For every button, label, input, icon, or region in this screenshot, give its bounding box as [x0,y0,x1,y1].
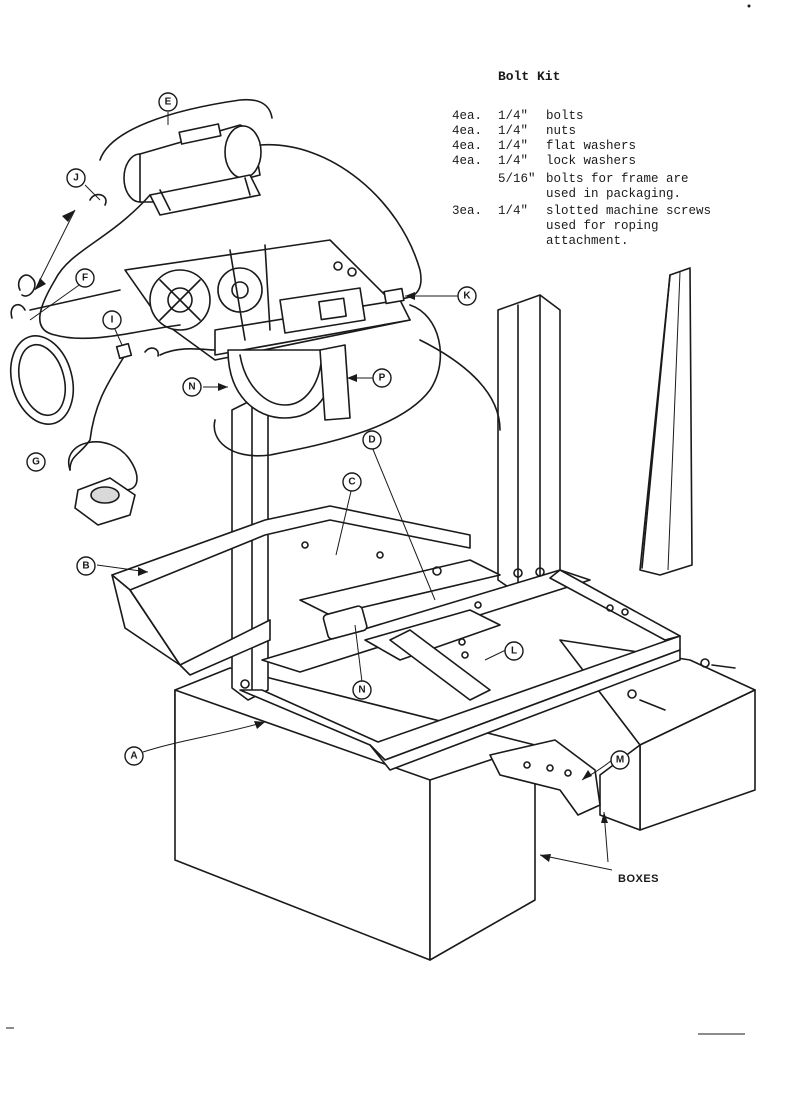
bolt-kit-text-2: nuts [546,124,576,138]
callout-c: C [342,472,362,492]
bolt-kit-qty-7: 3ea. [452,204,482,218]
bolt-kit-legend: Bolt Kit 4ea. 1/4" bolts 4ea. 1/4" nuts … [452,69,711,248]
lower-bracket [489,739,601,816]
motor-assembly [123,123,262,216]
callout-n-lower-label: N [358,685,365,696]
bolt-kit-text-9: attachment. [546,234,629,248]
callout-f-label: F [82,273,88,284]
frame-upright-right [497,294,561,596]
callout-b: B [76,556,96,576]
bolt-kit-text-7: slotted machine screws [546,204,711,218]
callout-p-label: P [379,373,386,384]
callout-e-label: E [165,97,172,108]
callout-a: A [124,746,144,766]
callout-d-label: D [368,435,375,446]
side-panel [639,267,693,576]
bolt-kit-qty-2: 4ea. [452,124,482,138]
page-mark-dot [747,4,751,8]
callout-n-upper: N [182,377,202,397]
callout-a-label: A [130,751,137,762]
base-frame [231,294,681,771]
bolt-kit-size-1: 1/4" [498,109,528,123]
bolt-kit-text-3: flat washers [546,139,636,153]
bolt-kit-qty-3: 4ea. [452,139,482,153]
bolt-kit-size-4: 1/4" [498,154,528,168]
callout-k: K [457,286,477,306]
callout-d: D [362,430,382,450]
callout-n-upper-label: N [188,382,195,393]
callout-m: M [610,750,630,770]
callout-l-label: L [511,646,517,657]
bolt-kit-text-6: used in packaging. [546,187,681,201]
bolt-kit-text-1: bolts [546,109,584,123]
tray [111,505,471,676]
bolt-kit-qty-4: 4ea. [452,154,482,168]
callout-g-label: G [32,457,40,468]
leader-lines [29,112,613,871]
callout-g: G [26,452,46,472]
shipping-box-left [174,667,536,961]
callout-p: P [372,368,392,388]
callout-l: L [504,641,524,661]
motor-bracket-arc [99,98,273,161]
bolt-kit-size-3: 1/4" [498,139,528,153]
boxes-label: BOXES [618,873,659,885]
bolt-kit-qty-1: 4ea. [452,109,482,123]
callout-i: I [102,310,122,330]
bolt-kit-text-8: used for roping [546,219,659,233]
callout-b-label: B [82,561,89,572]
bolt-kit-size-7: 1/4" [498,204,528,218]
callout-i-label: I [111,315,114,326]
callout-k-label: K [463,291,471,302]
spring-rod [29,289,121,311]
bolt-kit-text-5: bolts for frame are [546,172,689,186]
foot-switch [67,441,138,526]
callout-m-label: M [616,755,624,766]
saw-head-assembly [124,239,411,421]
callout-c-label: C [348,477,355,488]
drive-belt [9,335,75,425]
callout-f: F [75,268,95,288]
bolt-kit-size-5: 5/16" [498,172,536,186]
callout-j-label: J [73,173,79,184]
bolt-kit-text-4: lock washers [546,154,636,168]
bolt-kit-size-2: 1/4" [498,124,528,138]
bolt-kit-title: Bolt Kit [498,69,560,84]
small-hardware [10,193,736,711]
callout-n-lower: N [352,680,372,700]
callout-e: E [158,92,178,112]
callout-j: J [66,168,86,188]
